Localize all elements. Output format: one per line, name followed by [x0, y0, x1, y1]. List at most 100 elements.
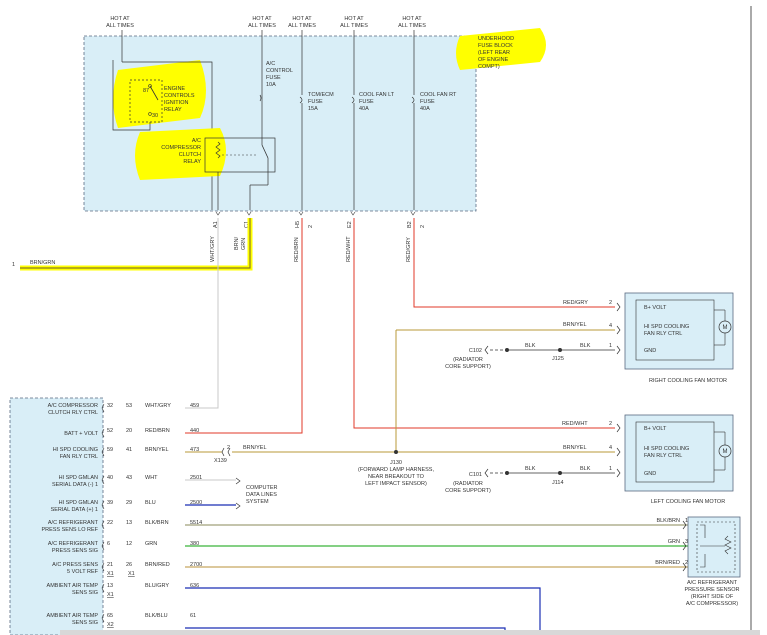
x139-id: X139 [214, 458, 227, 464]
fuse-tcm-3: 15A [308, 106, 318, 112]
ecm-pin-b: 20 [126, 428, 132, 434]
fuse-fan-lt-3: 40A [359, 106, 369, 112]
label-red-wht: RED/WHT [346, 236, 352, 262]
j125-label: J125 [552, 356, 564, 362]
splice-j130: J130 (FORWARD LAMP HARNESS, NEAR BREAKOU… [358, 450, 434, 487]
compressor-relay-label-2: COMPRESSOR [161, 145, 201, 151]
c102-id: C102 [469, 348, 482, 354]
connector-x139: X139 2 [214, 445, 231, 464]
fuse-block-title-5: COMPT) [478, 64, 500, 70]
ignition-relay-label-3: IGNITION [164, 100, 188, 106]
hot-label-5a: HOT AT [402, 16, 422, 22]
fuses: A/C CONTROL FUSE 10A TCM/ECM FUSE 15A CO… [259, 61, 457, 112]
label-wht-gry: WHT/GRY [210, 236, 216, 262]
wires [20, 218, 690, 635]
ecm-wire-color: RED/BRN [145, 428, 170, 434]
ecm-pin-mark [101, 520, 105, 530]
ecm-pin-mark [101, 403, 105, 413]
ecm-pin-mark [101, 447, 105, 457]
ecm-pin-mark [101, 562, 105, 572]
ignition-relay: 87 30 ENGINE CONTROLS IGNITION RELAY [112, 60, 213, 210]
right-motor-box [624, 292, 734, 370]
j130-desc-1: (FORWARD LAMP HARNESS, [358, 467, 434, 473]
ecm-circuit: 440 [190, 428, 199, 434]
ecm-circuit: 2700 [190, 562, 202, 568]
j130-desc-3: LEFT IMPACT SENSOR) [365, 481, 427, 487]
data-lines-system: COMPUTER DATA LINES SYSTEM [235, 477, 278, 510]
ecm-row-label: A/C REFRIGERANT [48, 520, 99, 526]
hot-labels: HOT AT ALL TIMES HOT AT ALL TIMES HOT AT… [106, 16, 426, 29]
ecm-row-label: AMBIENT AIR TEMP [47, 613, 99, 619]
ecm-pin-mark [101, 583, 105, 593]
ecm-row-label: CLUTCH RLY CTRL [48, 410, 98, 416]
sensor-pin-2: 2 [685, 560, 688, 566]
c101-blk-1: BLK [525, 466, 536, 472]
ecm-pin-a: 65 [107, 613, 113, 619]
ecm-pin-b: 29 [126, 500, 132, 506]
fuse-block-title-1: UNDERHOOD [478, 36, 514, 42]
ground-c101-dot [505, 471, 509, 475]
ecm-pin-a: 39 [107, 500, 113, 506]
fuse-ac-control-1: A/C [266, 61, 275, 67]
label-red-gry: RED/GRY [406, 237, 412, 262]
ignition-relay-label-1: ENGINE [164, 86, 185, 92]
right-motor-pin-1: 1 [609, 343, 612, 349]
ecm-wire-color: BRN/RED [145, 562, 170, 568]
sensor-pin-1: 1 [685, 518, 688, 524]
ecm-circuit: 473 [190, 447, 199, 453]
fuse-fan-lt-1: COOL FAN LT [359, 92, 395, 98]
ecm-pin-a: 13 [107, 583, 113, 589]
fuse-block-title-2: FUSE BLOCK [478, 43, 513, 49]
ecm-pin-b: 13 [126, 520, 132, 526]
c102-desc-2: CORE SUPPORT) [445, 364, 491, 370]
ecm-row-label: AMBIENT AIR TEMP [47, 583, 99, 589]
brn-yel-label-x139: BRN/YEL [243, 445, 267, 451]
ecm-pin-a: 32 [107, 403, 113, 409]
ground-c102: BLK BLK C102 (RADIATOR CORE SUPPORT) J12… [445, 343, 615, 370]
hot-label-4a: HOT AT [344, 16, 364, 22]
pressure-sensor-box [687, 516, 741, 578]
c101-desc-2: CORE SUPPORT) [445, 488, 491, 494]
ecm-circuit: 2501 [190, 475, 202, 481]
sensor-caption-2: PRESSURE SENSOR [684, 587, 739, 593]
right-motor-caption: RIGHT COOLING FAN MOTOR [649, 378, 727, 384]
ecm-wire-color: WHT [145, 475, 158, 481]
compressor-relay-label-3: CLUTCH [179, 152, 201, 158]
c101-desc-1: (RADIATOR [453, 481, 483, 487]
fuse-fan-lt-2: FUSE [359, 99, 374, 105]
hot-label-2a: HOT AT [252, 16, 272, 22]
left-motor-ctrl-1: HI SPD COOLING [644, 446, 689, 452]
left-motor-m: M [723, 449, 728, 455]
ecm-pin-a: 59 [107, 447, 113, 453]
label-brn-grn-v1: BRN/ [234, 236, 240, 250]
ecm-pin-a: 52 [107, 428, 113, 434]
left-cooling-fan-motor: M 2 4 1 B+ VOLT HI SPD COOLING FAN RLY C… [609, 414, 734, 505]
ecm-connector: X1 [107, 571, 114, 577]
fuse-tcm-2: FUSE [308, 99, 323, 105]
ecm-pin-b: 41 [126, 447, 132, 453]
fuse-block-title-3: (LEFT REAR [478, 50, 510, 56]
hot-label-3a: HOT AT [292, 16, 312, 22]
ecm-row-label: SENS SIG [72, 620, 98, 626]
ecm-wire-color: BLU [145, 500, 156, 506]
ecm-pin-mark [101, 475, 105, 485]
ecm-row-label: A/C COMPRESSOR [48, 403, 98, 409]
ignition-relay-label-4: RELAY [164, 107, 182, 113]
right-motor-m: M [723, 325, 728, 331]
splice-j125-dot [558, 348, 562, 352]
c102-blk-2: BLK [580, 343, 591, 349]
data-lines-2: DATA LINES [246, 492, 277, 498]
ecm-circuit: 380 [190, 541, 199, 547]
label-brn-grn-v2: GRN [241, 238, 247, 250]
ecm-row-label: BATT + VOLT [64, 431, 98, 437]
hot-label-4b: ALL TIMES [340, 23, 368, 29]
ecm-row-label: A/C PRESS SENS [52, 562, 98, 568]
ecm-row-label: SENS SIG [72, 590, 98, 596]
brn-grn-label: BRN/GRN [30, 260, 55, 266]
sensor-caption-4: A/C COMPRESSOR) [686, 601, 738, 607]
scroll-strip [60, 630, 760, 635]
motor-wire-labels: RED/GRY BRN/YEL RED/WHT BRN/YEL BRN/YEL [243, 300, 588, 451]
ground-c101: BLK BLK C101 (RADIATOR CORE SUPPORT) J11… [445, 466, 615, 494]
fuse-ac-control-2: CONTROL [266, 68, 293, 74]
